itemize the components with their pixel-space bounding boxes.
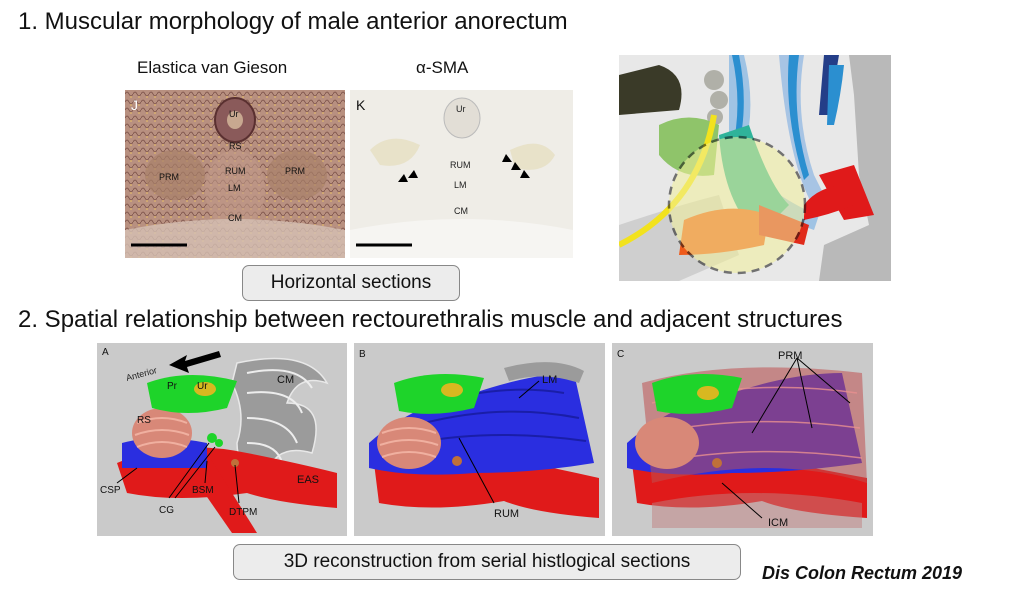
label-rs: RS <box>229 141 242 151</box>
stain-label-asma: α-SMA <box>416 58 469 77</box>
label-ur: Ur <box>456 104 466 114</box>
label-prm-right: PRM <box>285 166 305 176</box>
reconstruction-c-drawing: C PRM ICM <box>612 343 873 536</box>
label-prm: PRM <box>778 350 802 362</box>
section-1-title: 1. Muscular morphology of male anterior … <box>18 8 568 35</box>
reconstruction-panel-b: B LM RUM <box>354 343 605 536</box>
label-rs: RS <box>137 415 151 426</box>
panel-k-letter: K <box>356 97 366 113</box>
label-ur: Ur <box>229 109 239 119</box>
reconstruction-a-drawing: A Anterior Pr Ur CM RS CSP CG BSM DTPM E… <box>97 343 347 536</box>
citation: Dis Colon Rectum 2019 <box>762 563 963 583</box>
label-dtpm: DTPM <box>229 507 257 518</box>
label-cm: CM <box>228 213 242 223</box>
label-cm: CM <box>454 206 468 216</box>
label-rum: RUM <box>450 160 471 170</box>
histology-panel-k: K Ur RUM LM CM <box>350 90 573 258</box>
label-csp: CSP <box>100 485 121 496</box>
label-eas: EAS <box>297 474 319 486</box>
label-bsm: BSM <box>192 485 214 496</box>
label-ur: Ur <box>197 381 208 392</box>
label-cg: CG <box>159 505 174 516</box>
label-lm: LM <box>454 180 467 190</box>
reconstruction-panel-c: C PRM ICM <box>612 343 873 536</box>
horizontal-sections-label: Horizontal sections <box>242 265 460 301</box>
label-lm: LM <box>542 374 557 386</box>
stain-label-evg: Elastica van Gieson <box>137 58 288 77</box>
anatomy-schematic <box>619 55 891 281</box>
anatomy-schematic-drawing <box>619 55 891 281</box>
histology-asma-image: K Ur RUM LM CM <box>350 90 573 258</box>
label-icm: ICM <box>768 517 788 529</box>
histology-panel-j: J Ur RS RUM LM CM PRM PRM <box>125 90 345 258</box>
label-rum: RUM <box>494 508 519 520</box>
reconstruction-label: 3D reconstruction from serial histlogica… <box>233 544 741 580</box>
panel-c-letter: C <box>617 349 624 360</box>
histology-evg-image: J Ur RS RUM LM CM PRM PRM <box>125 90 345 258</box>
panel-b-letter: B <box>359 349 366 360</box>
label-cm: CM <box>277 374 294 386</box>
reconstruction-b-drawing: B LM RUM <box>354 343 605 536</box>
label-prm-left: PRM <box>159 172 179 182</box>
label-pr: Pr <box>167 381 178 392</box>
label-rum: RUM <box>225 166 246 176</box>
label-lm: LM <box>228 183 241 193</box>
panel-a-letter: A <box>102 347 109 358</box>
reconstruction-panel-a: A Anterior Pr Ur CM RS CSP CG BSM DTPM E… <box>97 343 347 536</box>
panel-j-letter: J <box>131 97 138 113</box>
section-2-title: 2. Spatial relationship between rectoure… <box>18 306 843 333</box>
